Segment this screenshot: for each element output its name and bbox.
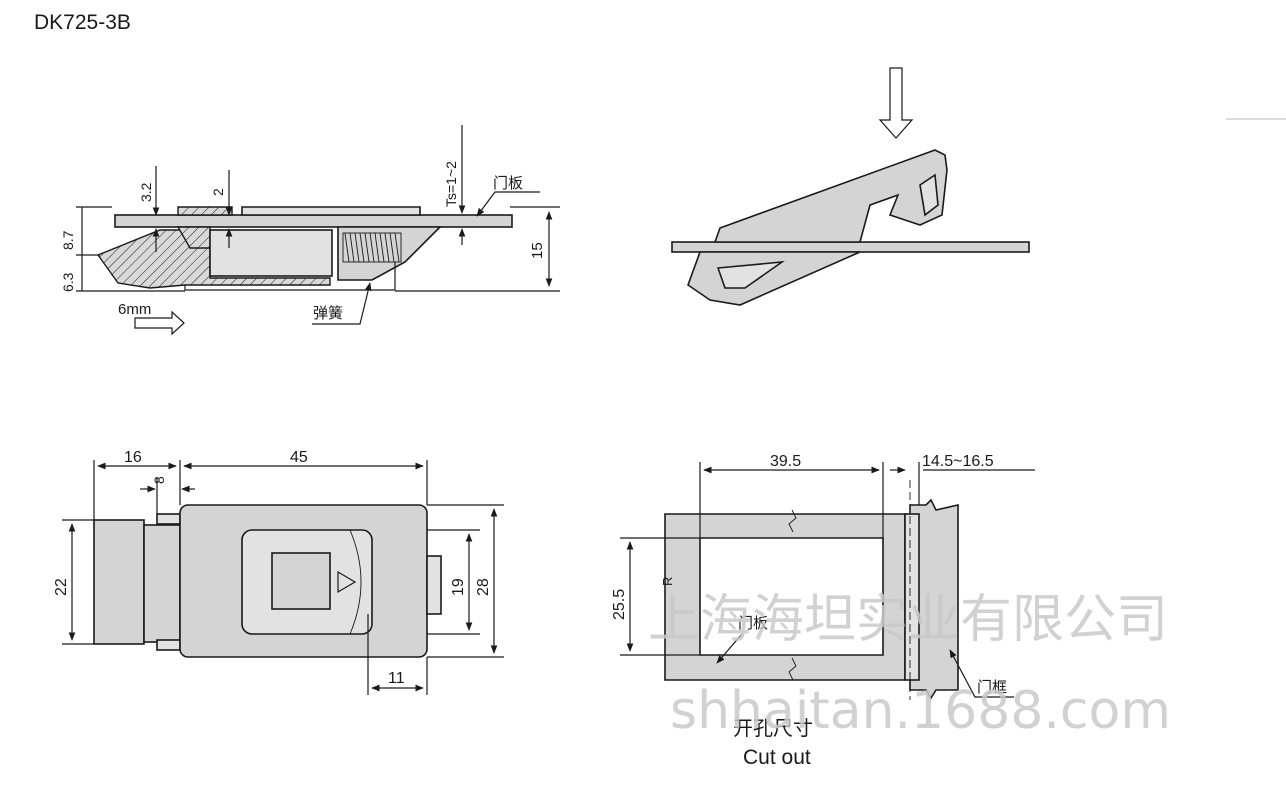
- dim-3-2: 3.2: [138, 182, 154, 202]
- press-arrow-icon: [878, 67, 914, 139]
- watermark-company: 上海海坦实业有限公司: [648, 590, 1168, 650]
- dim-25-5: 25.5: [611, 589, 628, 620]
- front-push-button: [271, 552, 331, 610]
- dim-39-5: 39.5: [770, 453, 801, 470]
- cutout-door-frame: [909, 498, 959, 700]
- dim-6-3: 6.3: [60, 272, 76, 292]
- cutout-frame-edge: [904, 513, 920, 681]
- label-spring: 弹簧: [313, 305, 343, 322]
- iso-latch-lower: [687, 251, 861, 306]
- watermark-url: shhaitan.1688.com: [670, 681, 1171, 741]
- drawing-title: DK725-3B: [34, 11, 131, 34]
- front-curve: [349, 529, 362, 635]
- dim-8: 8: [151, 476, 167, 484]
- base-outline: [184, 262, 396, 291]
- dim-19: 19: [450, 578, 467, 596]
- dim-travel: 6mm: [118, 301, 151, 318]
- spring-housing: [337, 226, 442, 281]
- cutout-caption-en: Cut out: [743, 746, 811, 769]
- break-mark-top: [788, 509, 797, 533]
- dim-ts: Ts=1~2: [443, 161, 459, 207]
- front-view: 16 45 8 22 19 28 11: [53, 449, 504, 695]
- cutout-label-door-panel: 门板: [738, 614, 768, 632]
- cutout-label-door-frame: 门框: [977, 679, 1007, 696]
- dim-16: 16: [124, 449, 142, 466]
- front-rear-block: [93, 519, 145, 645]
- dim-28: 28: [475, 578, 492, 596]
- break-mark-bottom: [788, 657, 797, 681]
- cutout-caption-cn: 开孔尺寸: [733, 717, 813, 740]
- front-tab-bottom: [156, 639, 181, 651]
- dim-r: R: [660, 577, 675, 586]
- cutout-view: 39.5 14.5~16.5 25.5 R 门板 门框 开孔尺寸 Cut out: [611, 453, 1035, 769]
- iso-view: [671, 67, 1030, 306]
- front-tab-top: [156, 513, 181, 525]
- travel-arrow-icon: [134, 310, 185, 336]
- front-neck: [143, 524, 181, 643]
- door-panel-plate: [114, 214, 513, 228]
- spring-coils: [342, 232, 402, 263]
- iso-panel-plate: [671, 241, 1030, 253]
- dim-14-5-16-5: 14.5~16.5: [922, 453, 994, 470]
- dim-2: 2: [210, 188, 226, 196]
- dim-15: 15: [529, 242, 546, 259]
- dim-8-7: 8.7: [60, 230, 76, 250]
- dim-11: 11: [388, 670, 405, 687]
- watermark: 上海海坦实业有限公司 shhaitan.1688.com: [648, 590, 1171, 741]
- iso-latch-window: [716, 260, 785, 289]
- latch-top-cap: [177, 206, 233, 216]
- side-section-view: 3.2 2 Ts=1~2 门板 8.7 6.3 15 6mm 弹簧: [60, 125, 560, 336]
- slider-block: [209, 229, 333, 277]
- label-door-panel: 门板: [493, 174, 523, 192]
- iso-latch-slot: [919, 173, 939, 217]
- dim-45: 45: [290, 449, 308, 466]
- triangle-icon: [337, 570, 357, 594]
- dim-22: 22: [53, 578, 70, 596]
- iso-latch-upper: [713, 149, 948, 243]
- latch-top-plate: [241, 206, 421, 216]
- front-right-tab: [426, 555, 442, 615]
